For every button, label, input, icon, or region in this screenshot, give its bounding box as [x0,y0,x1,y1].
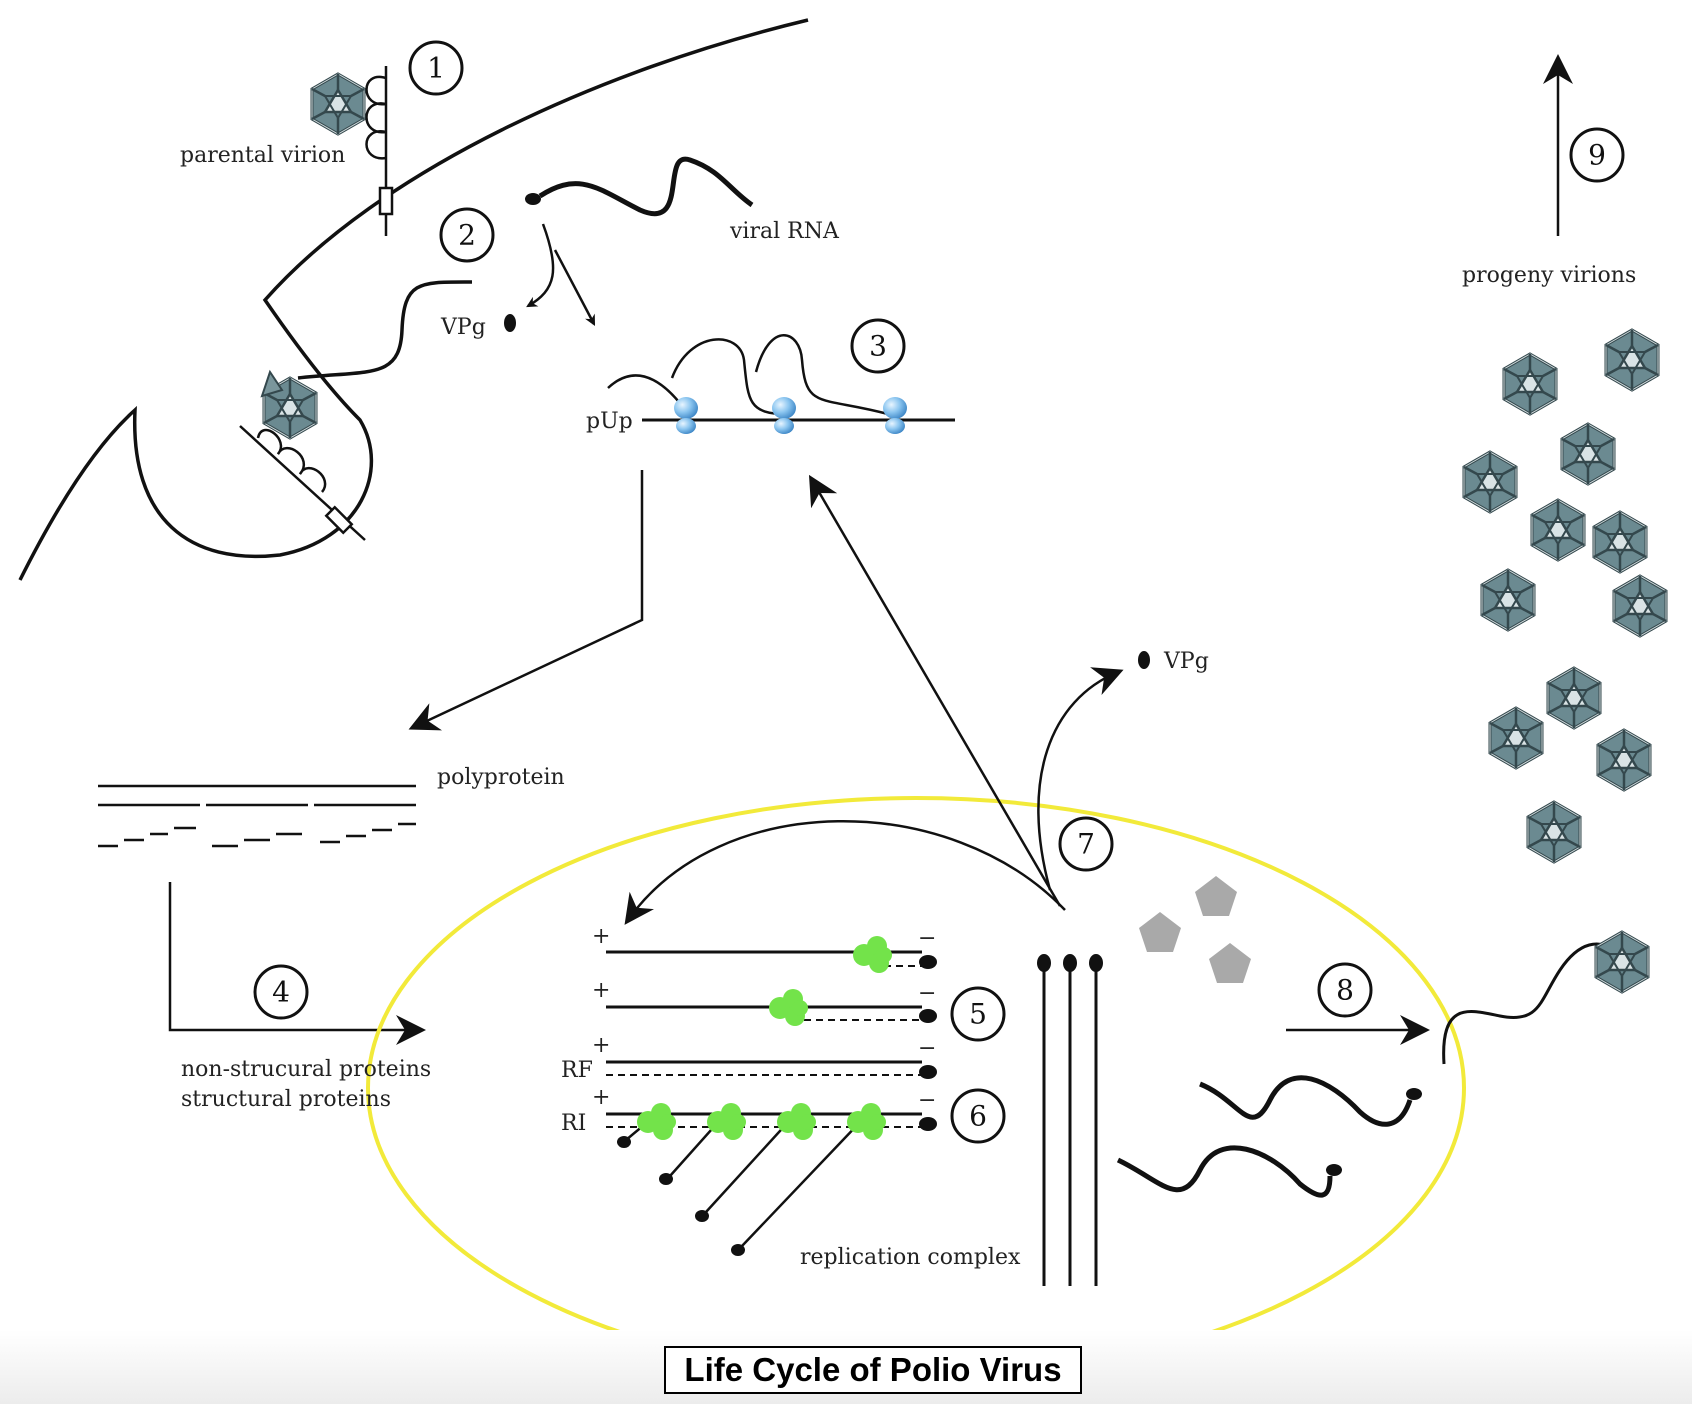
virion-icon [1488,706,1544,770]
arrow-step-7-to-replication [624,820,1066,925]
arrow-rna-to-translation [553,249,596,326]
label-vpg: VPg [440,315,486,340]
virion-icon [310,72,366,136]
viral-rna-strand [1442,942,1615,1065]
virion-icon [1560,422,1616,486]
vpg-dot-icon [1326,1164,1342,1176]
nascent-chain [754,334,889,416]
label-progeny-virions: progeny virions [1462,263,1636,288]
label-replication-complex: replication complex [800,1245,1021,1270]
arrow-step-7-vpg [1037,667,1124,891]
label-polyprotein: polyprotein [437,765,565,790]
vpg-dot-icon [1406,1088,1422,1100]
progeny-plus-strands [1037,954,1103,1286]
receptor-icon [239,425,366,541]
replicative-intermediate [606,1103,937,1256]
plus-sign: + [592,978,610,1003]
plus-strand-template [606,936,937,973]
step-badge-8: 8 [1317,962,1373,1018]
virion-icon [1480,568,1536,632]
virion-icon [1462,450,1518,514]
polyprotein-bars [98,784,416,848]
virion-icon [1530,498,1586,562]
protein-pentagon-icon [1195,876,1237,916]
label-structural-proteins: structural proteins [181,1087,391,1112]
virion-icon [1502,352,1558,416]
arrow-to-polyprotein [408,470,644,731]
svg-text:3: 3 [869,330,887,363]
minus-sign: − [918,926,936,951]
step-badge-4: 4 [253,964,309,1020]
plus-sign: + [592,1033,610,1058]
cell-membrane [18,18,809,581]
arrow-step-7-to-translation [808,474,1062,907]
ribosome-icon [883,397,907,434]
label-rf: RF [561,1058,593,1083]
label-ri: RI [561,1111,586,1136]
step-badge-6: 6 [950,1088,1006,1144]
virion-icon [1592,510,1648,574]
svg-text:6: 6 [969,1100,987,1133]
plus-sign: + [592,924,610,949]
svg-text:7: 7 [1077,828,1095,861]
ribosome-icon [772,397,796,434]
step-badge-7: 7 [1058,816,1114,872]
step-badge-1: 1 [408,40,464,96]
virion-icon [1594,930,1650,994]
step-badge-3: 3 [850,318,906,374]
minus-sign: − [918,1036,936,1061]
minus-sign: − [918,981,936,1006]
vpg-dot-icon [1138,651,1150,669]
label-parental-virion: parental virion [180,143,345,168]
svg-text:9: 9 [1588,139,1606,172]
svg-text:2: 2 [458,219,476,252]
step-badge-5: 5 [950,986,1006,1042]
svg-text:1: 1 [427,52,445,85]
protein-pentagon-icon [1209,943,1251,983]
plus-sign: + [592,1085,610,1110]
svg-text:5: 5 [969,998,987,1031]
minus-sign: − [918,1088,936,1113]
diagram-title: Life Cycle of Polio Virus [664,1346,1082,1394]
viral-rna-strand [297,280,473,380]
receptor-icon [365,66,394,236]
virion-icon [1612,574,1668,638]
label-viral-rna: viral RNA [729,219,840,244]
plus-strand-template [606,989,937,1026]
step-badge-9: 9 [1569,127,1625,183]
label-pup: pUp [586,409,633,434]
label-vpg: VPg [1163,649,1209,674]
vpg-dot-icon [504,314,516,332]
replicative-form [606,1060,937,1079]
label-non-structural-proteins: non-strucural proteins [181,1057,431,1082]
svg-text:8: 8 [1336,974,1354,1007]
viral-rna-strand [1199,1075,1413,1127]
nascent-chain [670,338,787,416]
virion-icon [1596,728,1652,792]
svg-text:4: 4 [272,976,290,1009]
viral-rna-strand [1116,1145,1333,1198]
arrow-vpg-release [526,223,555,308]
viral-rna-strand [538,156,754,217]
virion-icon [1526,800,1582,864]
virion-icon [1546,666,1602,730]
step-badge-2: 2 [439,207,495,263]
virion-icon [1604,328,1660,392]
vpg-dot-icon [525,193,541,205]
arrow-step-4 [168,882,426,1045]
progeny-virions [1462,328,1668,864]
protein-pentagon-icon [1139,912,1181,952]
replication-complex-outline [366,796,1466,1380]
ribosome-icon [674,397,698,434]
